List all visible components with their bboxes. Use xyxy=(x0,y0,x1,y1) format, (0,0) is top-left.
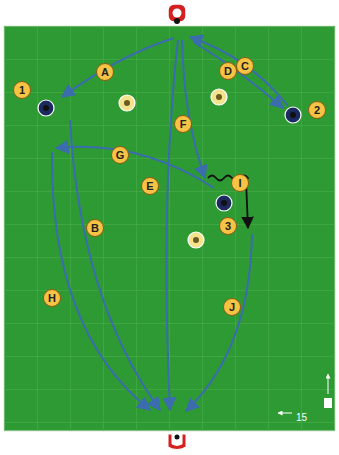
callout-number: 1 xyxy=(13,81,31,99)
pass-arrow xyxy=(182,40,205,178)
shot-arrow xyxy=(166,40,178,410)
callout-letter: C xyxy=(236,57,254,75)
callout-letter: F xyxy=(174,115,192,133)
callout-letter: D xyxy=(219,62,237,80)
callout-letter: I xyxy=(231,174,249,192)
callout-letter-text: E xyxy=(146,181,153,192)
pitch-grid xyxy=(4,26,335,431)
run-arrow xyxy=(70,120,160,410)
callout-letter-text: A xyxy=(101,67,109,78)
scale-label: 15 xyxy=(296,407,310,420)
callout-letter-text: D xyxy=(224,66,232,77)
bottom-goal xyxy=(168,434,186,450)
blue-player xyxy=(285,107,301,123)
yellow-defender xyxy=(211,89,227,105)
pass-arrow xyxy=(190,37,288,106)
pass-arrow xyxy=(56,147,214,188)
pitch xyxy=(4,26,335,431)
top-goal xyxy=(168,4,186,24)
callout-letter: B xyxy=(86,219,104,237)
shot-arrow xyxy=(52,152,150,410)
callout-letter-text: B xyxy=(91,223,99,234)
callout-number: 2 xyxy=(308,101,326,119)
callout-letter-text: G xyxy=(116,150,125,161)
pass-arrow xyxy=(62,38,174,97)
callout-number-text: 2 xyxy=(314,105,320,116)
yellow-defender xyxy=(119,95,135,111)
scale-arrows xyxy=(278,374,332,413)
pass-arrows xyxy=(52,37,288,411)
callout-letter-text: C xyxy=(241,61,249,72)
callout-number-text: 1 xyxy=(19,85,25,96)
callout-letter: G xyxy=(111,146,129,164)
callout-letter-text: F xyxy=(180,119,187,130)
yellow-defender xyxy=(188,232,204,248)
scale-label-text: 15 xyxy=(296,412,307,423)
callout-letter-text: H xyxy=(48,293,56,304)
callout-letter: H xyxy=(43,289,61,307)
callout-letter: A xyxy=(96,63,114,81)
callout-letter-text: I xyxy=(238,178,241,189)
callout-number: 3 xyxy=(219,217,237,235)
blue-player xyxy=(216,195,232,211)
blue-player xyxy=(38,100,54,116)
callout-number-text: 3 xyxy=(225,221,231,232)
callout-letter-text: J xyxy=(229,302,235,313)
shot-arrow xyxy=(186,234,252,411)
callout-letter: E xyxy=(141,177,159,195)
callout-letter: J xyxy=(223,298,241,316)
pass-arrow xyxy=(194,42,283,108)
